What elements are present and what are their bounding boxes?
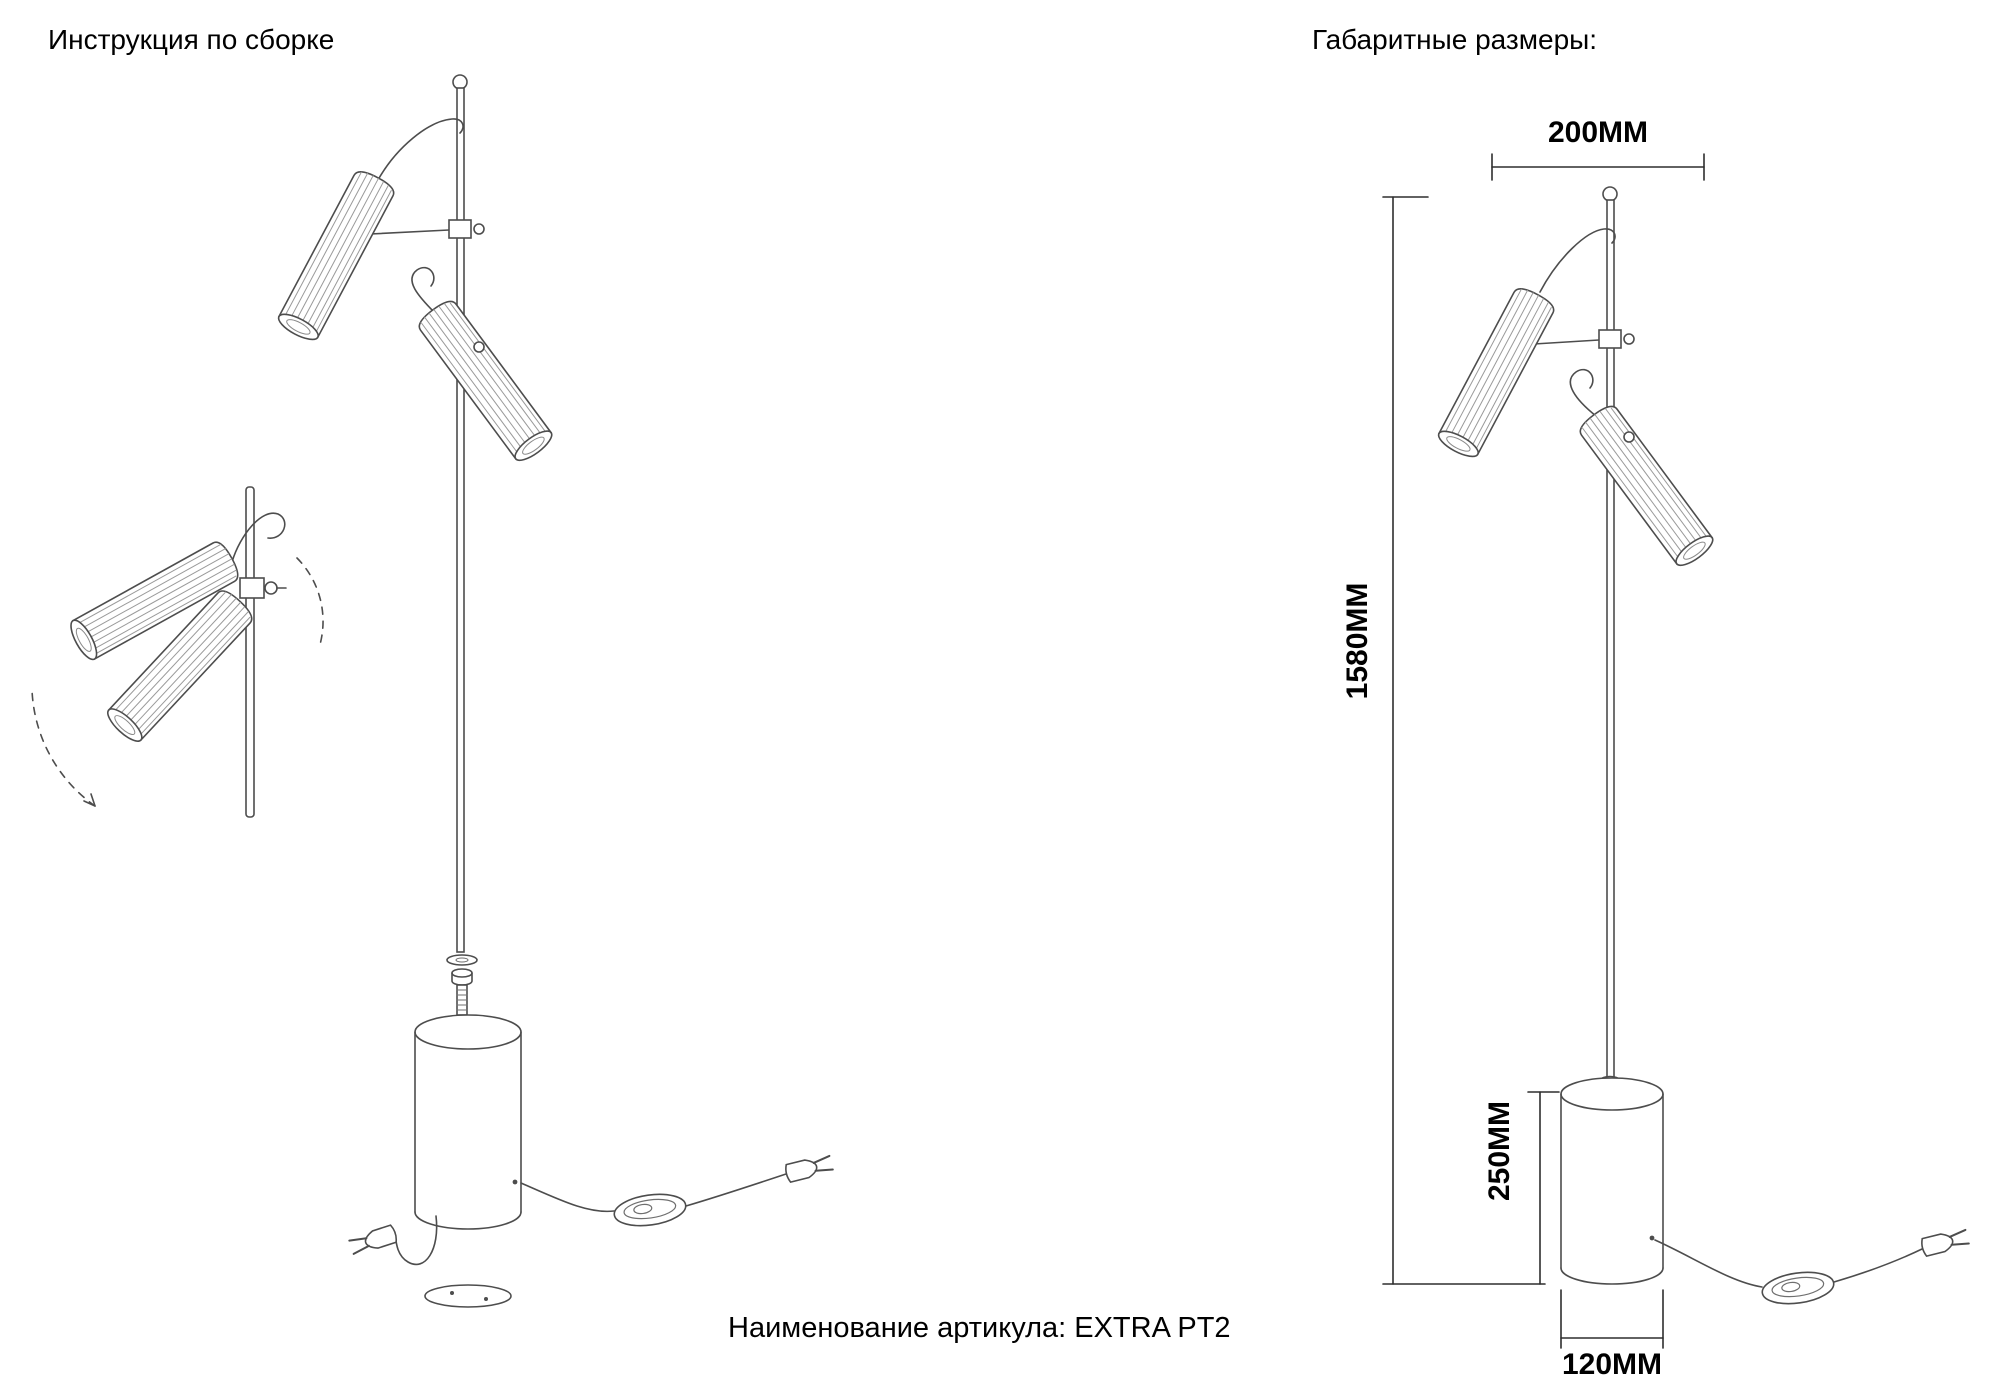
clamp-knob xyxy=(473,223,485,235)
power-plug xyxy=(783,1153,835,1184)
clamp-knob xyxy=(1623,431,1635,443)
dim-width-label: 200MM xyxy=(1547,116,1649,149)
head-clamp xyxy=(448,219,472,239)
power-cord xyxy=(520,1182,615,1213)
screw-assembly xyxy=(446,954,478,1016)
head-clamp xyxy=(239,577,265,599)
clamp-knob xyxy=(473,341,485,353)
dimension-lines xyxy=(1382,153,1705,1349)
head-cable xyxy=(1569,368,1597,417)
rotation-arc xyxy=(296,557,324,649)
dim-line-base-height xyxy=(1527,1091,1560,1285)
base xyxy=(414,1014,522,1230)
power-plug xyxy=(1919,1227,1971,1258)
article-name-label: Наименование артикула: EXTRA PT2 xyxy=(728,1312,1231,1344)
dim-line-base-width xyxy=(1560,1289,1664,1349)
head-cable xyxy=(1539,228,1616,293)
clamp-knob xyxy=(1623,333,1635,345)
power-cord xyxy=(685,1173,787,1207)
assembly-title: Инструкция по сборке xyxy=(48,24,335,55)
power-plug xyxy=(347,1223,399,1257)
assembly-view xyxy=(274,74,835,1308)
dim-base-width-label: 120MM xyxy=(1561,1348,1663,1380)
lamp-head xyxy=(1434,283,1558,463)
power-cord xyxy=(1654,1239,1763,1288)
rotation-arc xyxy=(31,689,96,807)
lamp-head xyxy=(274,166,398,346)
clamp-knob xyxy=(264,581,278,595)
dimensions-title: Габаритные размеры: xyxy=(1312,24,1598,55)
pole-top-knob xyxy=(452,74,468,90)
pole-top-knob xyxy=(1602,186,1618,202)
head-cable xyxy=(377,118,464,181)
power-cord xyxy=(1833,1248,1923,1283)
detail-inset xyxy=(31,486,324,818)
dim-line-height xyxy=(1382,196,1546,1285)
pole-segment xyxy=(245,486,255,818)
head-clamp xyxy=(1598,329,1622,349)
pole xyxy=(456,87,465,953)
lamp-head xyxy=(414,295,557,467)
base xyxy=(1560,1075,1664,1285)
lamp-head xyxy=(1575,400,1718,572)
head-cable xyxy=(411,266,436,314)
foot-switch xyxy=(611,1189,689,1231)
dim-line-width xyxy=(1491,153,1705,181)
base-bottom-cover xyxy=(424,1284,512,1308)
head-cable xyxy=(231,512,286,563)
dimension-view xyxy=(1434,186,1971,1309)
foot-switch xyxy=(1759,1267,1837,1309)
